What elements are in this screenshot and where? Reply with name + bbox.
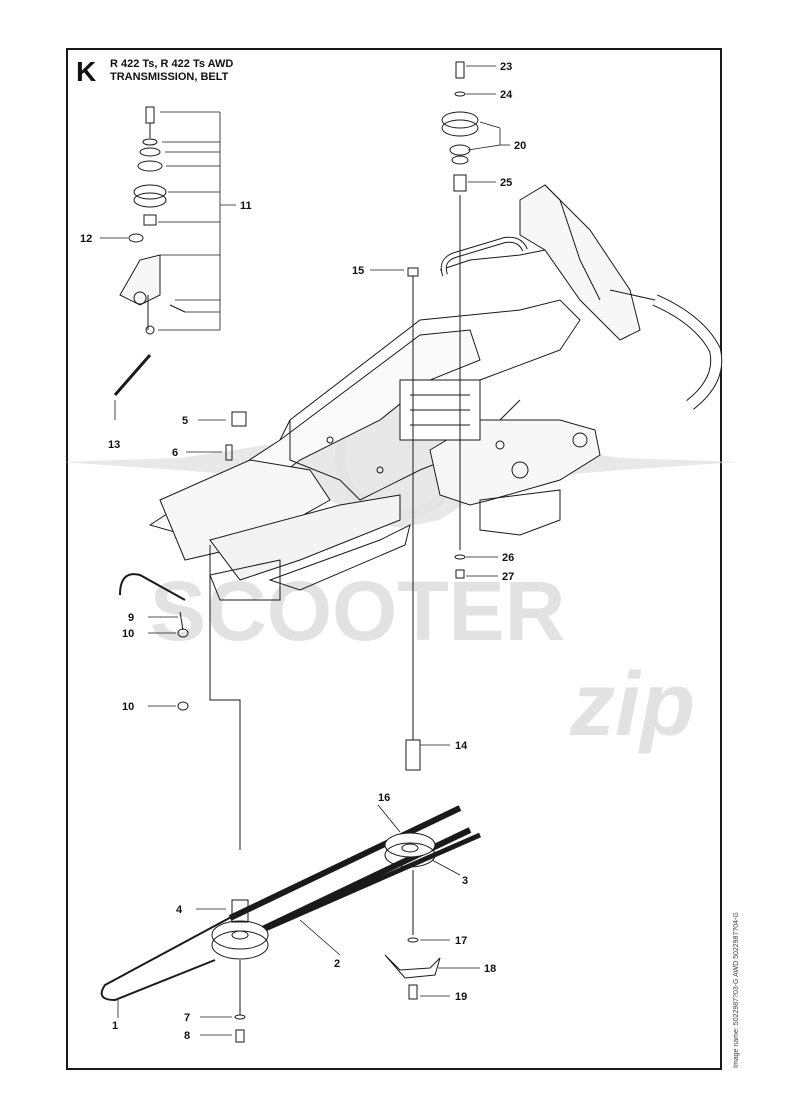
callout-8: 8 (184, 1030, 190, 1042)
callout-labels: 23 24 20 25 11 12 15 13 5 6 26 27 9 10 1… (80, 61, 526, 1042)
parts-line-art (100, 61, 723, 1043)
callout-11: 11 (240, 200, 252, 212)
watermark-script: zip (569, 655, 695, 755)
callout-5: 5 (182, 415, 188, 427)
callout-7: 7 (184, 1012, 190, 1024)
part-27-nut (455, 569, 465, 579)
part-5-bushing (231, 411, 247, 427)
callout-15: 15 (352, 265, 364, 277)
part-6-pin (225, 444, 233, 461)
callout-23: 23 (500, 61, 512, 73)
callout-9: 9 (128, 612, 134, 624)
part-8-bolt (235, 1029, 245, 1043)
callout-24: 24 (500, 89, 513, 101)
part-26-washer (454, 554, 466, 560)
idler-arm-assembly (113, 106, 186, 396)
pulley-4 (211, 899, 269, 960)
part-7-washer (234, 1014, 246, 1020)
callout-27: 27 (502, 571, 514, 583)
part-9-rod (119, 573, 186, 601)
part-10-nut-a (177, 628, 189, 638)
model-title: R 422 Ts, R 422 Ts AWD (110, 58, 234, 70)
callout-14: 14 (455, 740, 468, 752)
diagram-frame (66, 48, 722, 1070)
callout-18: 18 (484, 963, 496, 975)
watermark-text: SCOOTER (150, 564, 565, 658)
leader-lines (100, 65, 510, 1036)
callout-16: 16 (378, 792, 390, 804)
callout-4: 4 (176, 904, 183, 916)
callout-25: 25 (500, 177, 512, 189)
chassis-frame (148, 184, 723, 601)
callout-26: 26 (502, 552, 514, 564)
part-18-bracket (384, 954, 441, 979)
callout-17: 17 (455, 935, 467, 947)
callout-12: 12 (80, 233, 92, 245)
callout-1: 1 (112, 1020, 118, 1032)
watermark-logo-shape (60, 385, 740, 528)
callout-13: 13 (108, 439, 120, 451)
group-title: TRANSMISSION, BELT (110, 71, 229, 83)
callout-10-lower: 10 (122, 701, 134, 713)
part-19-bolt (408, 984, 418, 1000)
callout-3: 3 (462, 875, 468, 887)
callout-20: 20 (514, 140, 526, 152)
watermark: SCOOTER zip (60, 385, 740, 755)
section-letter: K (76, 56, 97, 87)
part-10-nut-b (177, 701, 189, 711)
part-17-washer (407, 937, 419, 943)
callout-19: 19 (455, 991, 467, 1003)
pulley-spindle-assembly (441, 61, 479, 550)
callout-2: 2 (334, 958, 340, 970)
bolt-15 (405, 267, 421, 771)
callout-6: 6 (172, 447, 178, 459)
callout-10-upper: 10 (122, 628, 134, 640)
pulley-16 (384, 832, 436, 868)
